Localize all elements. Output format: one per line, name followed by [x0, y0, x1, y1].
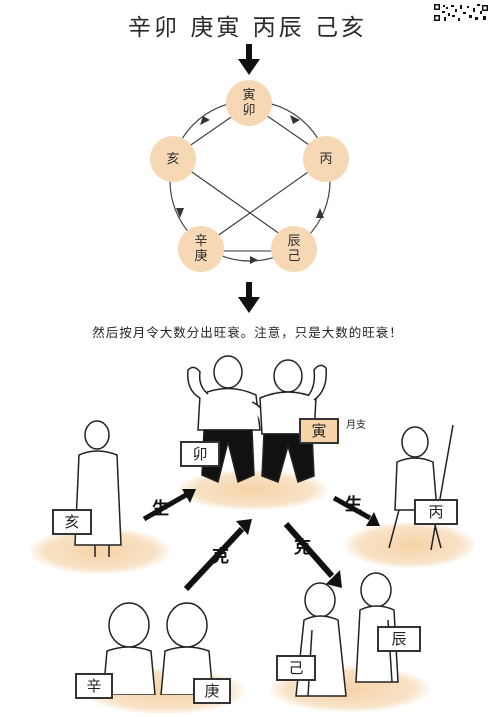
label-bing: 丙	[414, 499, 458, 525]
cycle-node-right: 丙	[303, 136, 349, 182]
sheng-arrow-left	[142, 489, 196, 522]
label-hai: 亥	[52, 509, 92, 535]
label-yue-zhi: 月支	[346, 420, 366, 431]
cycle-node-bottom-right: 辰 己	[271, 226, 317, 272]
glow-right	[345, 522, 475, 568]
page-title: 辛卯 庚寅 丙辰 己亥	[128, 15, 367, 41]
sheng-arrow-right	[332, 495, 380, 526]
hai-figure-illustration	[74, 420, 122, 557]
down-arrow-icon	[238, 44, 260, 75]
relation-sheng-right: 生	[345, 495, 362, 515]
relation-ke-right: 克	[294, 538, 311, 558]
label-mao: 卯	[180, 441, 220, 467]
cycle-node-top: 寅 卯	[226, 80, 272, 126]
cycle-node-left: 亥	[150, 136, 196, 182]
qr-code	[433, 3, 489, 23]
cycle-node-top-line1: 寅	[242, 88, 256, 103]
ke-arrow-left	[183, 519, 252, 592]
cycle-node-left-line1: 亥	[166, 151, 180, 167]
caption-text: 然后按月令大数分出旺衰。注意，只是大数的旺衰！	[92, 325, 403, 340]
bing-figure-illustration	[388, 424, 454, 551]
cycle-node-bottom-right-line1: 辰	[287, 234, 301, 249]
label-xin: 辛	[75, 673, 113, 699]
cycle-node-bottom-right-line2: 己	[287, 249, 301, 264]
label-yin: 寅	[299, 418, 339, 444]
cycle-node-right-line1: 丙	[319, 151, 333, 167]
ke-arrow-right	[283, 522, 342, 588]
cycle-node-top-line2: 卯	[242, 103, 256, 118]
strong-men-illustration	[187, 355, 327, 484]
down-arrow-icon	[238, 282, 260, 313]
label-chen: 辰	[377, 626, 421, 652]
cycle-node-bottom-left-line2: 庚	[194, 249, 208, 264]
label-ji: 己	[276, 655, 316, 681]
cycle-node-bottom-left: 辛 庚	[178, 226, 224, 272]
cycle-node-bottom-left-line1: 辛	[194, 234, 208, 249]
relation-ke-left: 克	[212, 547, 229, 567]
relation-sheng-left: 生	[152, 499, 169, 519]
label-geng: 庚	[193, 678, 231, 704]
